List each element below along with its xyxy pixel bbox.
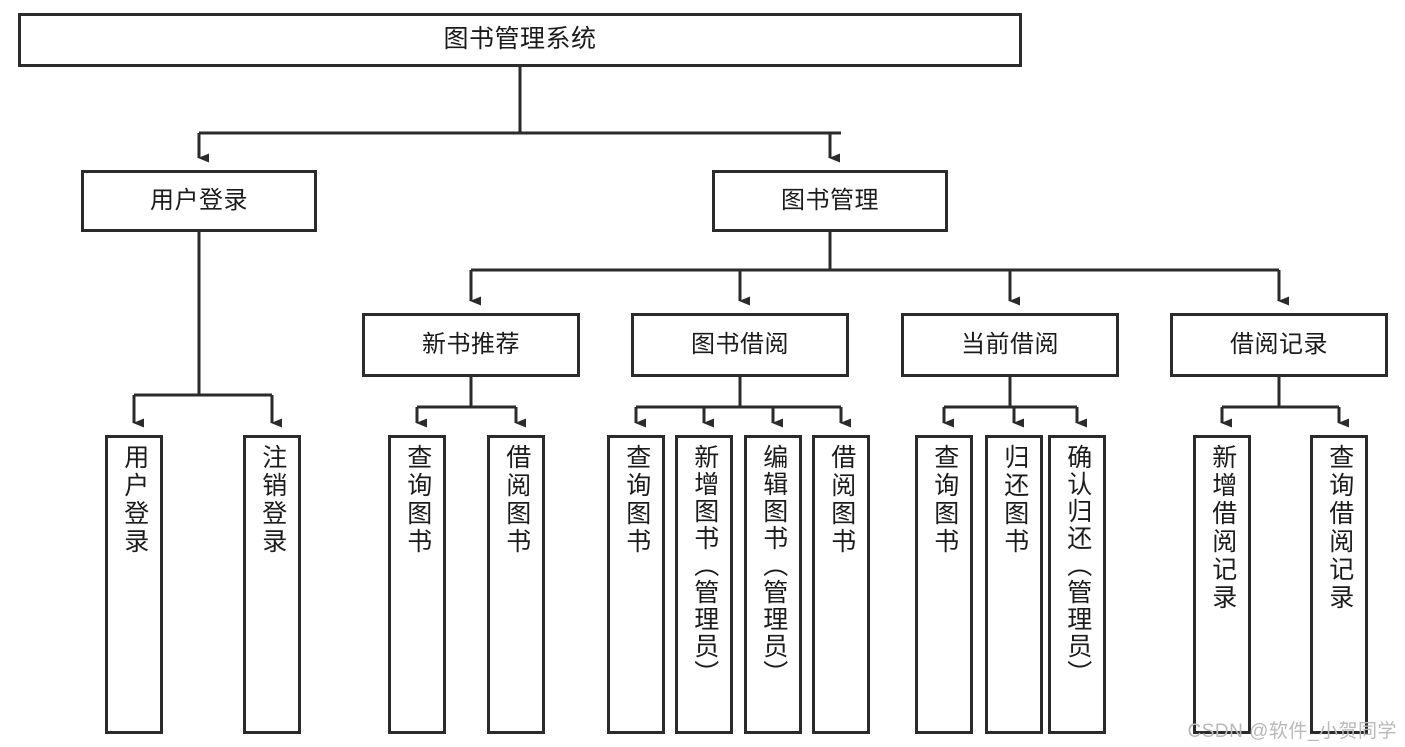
leaf-record-add-borrow-record[interactable]: 新增借阅记录 [1193,435,1251,734]
watermark-credit: CSDN @软件_小贺同学 [1187,721,1397,742]
node-current-borrow[interactable]: 当前借阅 [901,313,1119,377]
node-label: 查询图书 [403,444,432,556]
leaf-record-query-borrow-record[interactable]: 查询借阅记录 [1310,435,1368,734]
node-label: 新增借阅记录 [1208,444,1237,612]
node-book-borrow[interactable]: 图书借阅 [631,313,849,377]
node-borrow-record[interactable]: 借阅记录 [1170,313,1388,377]
leaf-current-return-book[interactable]: 归还图书 [985,435,1043,734]
node-label: 确认归还（管理员） [1063,444,1092,687]
node-label: 用户登录 [120,444,149,556]
node-label: 查询图书 [622,444,651,556]
node-label: 用户登录 [150,186,248,214]
node-label: 新增图书（管理员） [690,444,719,687]
node-label: 编辑图书（管理员） [759,444,788,687]
leaf-user-login-logout[interactable]: 注销登录 [243,435,301,734]
node-label: 图书管理系统 [443,25,597,54]
node-label: 注销登录 [258,444,287,556]
node-label: 图书借阅 [691,330,789,358]
node-label: 当前借阅 [961,330,1059,358]
node-label: 借阅图书 [502,444,531,556]
node-new-book-recommend[interactable]: 新书推荐 [362,313,580,377]
leaf-borrow-borrow-book[interactable]: 借阅图书 [812,435,870,734]
node-root-book-management-system[interactable]: 图书管理系统 [18,13,1022,67]
node-label: 图书管理 [781,186,879,214]
node-label: 查询图书 [930,444,959,556]
node-label: 借阅图书 [827,444,856,556]
leaf-borrow-add-book-admin[interactable]: 新增图书（管理员） [675,435,733,734]
leaf-user-login-login[interactable]: 用户登录 [105,435,163,734]
leaf-new-book-query-book[interactable]: 查询图书 [388,435,446,734]
leaf-current-confirm-return-admin[interactable]: 确认归还（管理员） [1048,435,1106,734]
leaf-borrow-query-book[interactable]: 查询图书 [607,435,665,734]
node-label: 查询借阅记录 [1325,444,1354,612]
node-label: 新书推荐 [422,330,520,358]
leaf-new-book-borrow-book[interactable]: 借阅图书 [487,435,545,734]
leaf-current-query-book[interactable]: 查询图书 [915,435,973,734]
node-book-management[interactable]: 图书管理 [712,170,948,232]
node-label: 归还图书 [1000,444,1029,556]
leaf-borrow-edit-book-admin[interactable]: 编辑图书（管理员） [744,435,802,734]
node-label: 借阅记录 [1230,330,1328,358]
node-user-login[interactable]: 用户登录 [81,170,317,232]
